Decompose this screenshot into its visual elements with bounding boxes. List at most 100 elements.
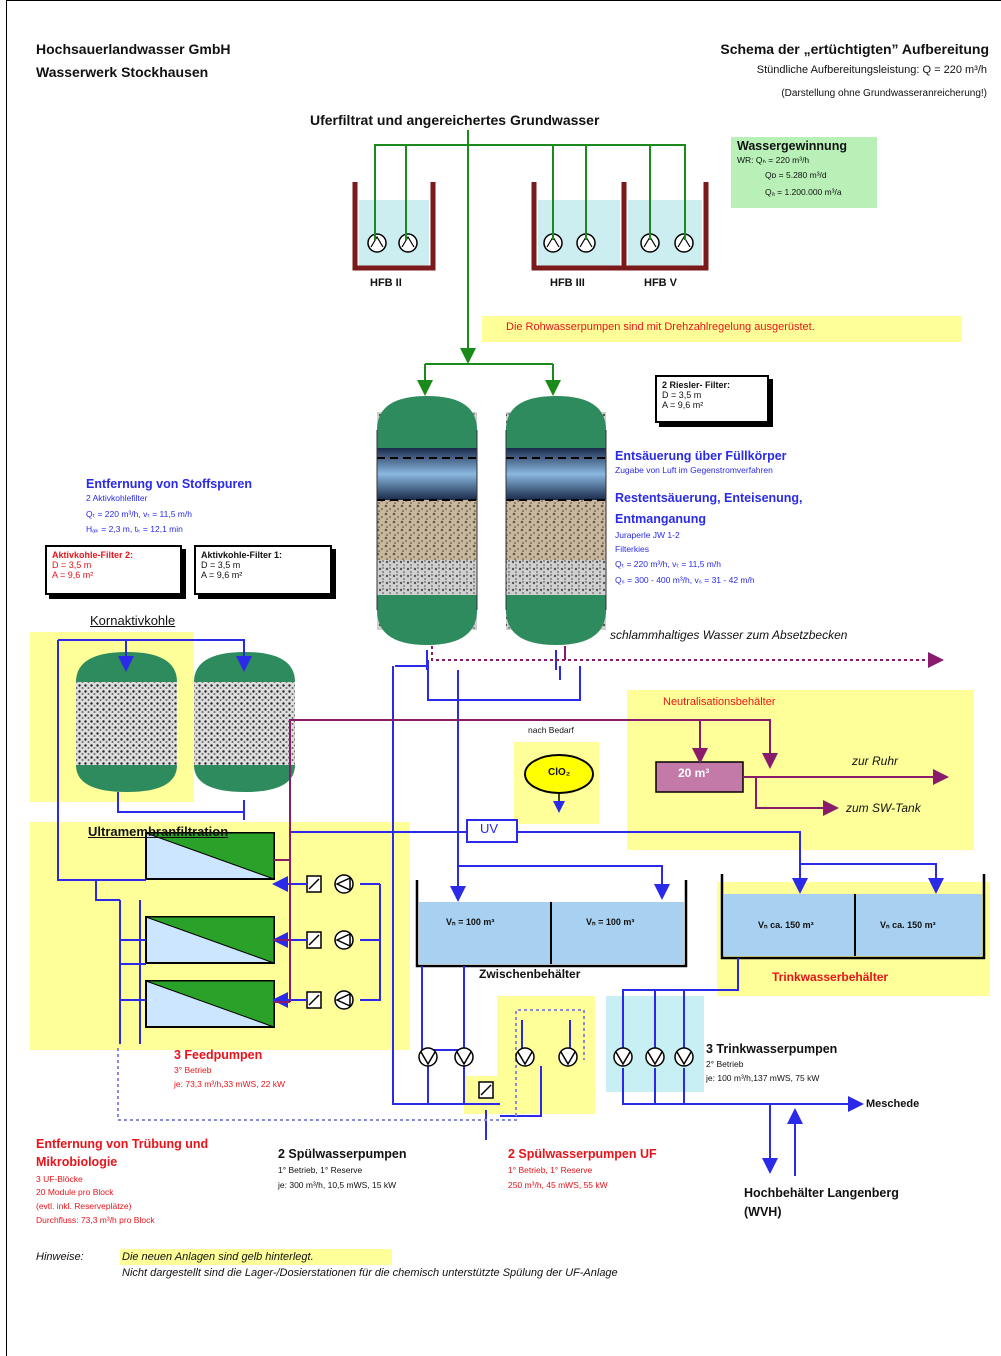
spuel-pumps	[418, 1047, 578, 1099]
restentsaeuerung-l2: Filterkies	[615, 544, 650, 554]
riesler-filter-1	[376, 396, 478, 645]
trinkwasser-pumps	[613, 1047, 694, 1067]
restentsaeuerung-l3: Qₜ = 220 m³/h, vₜ = 11,5 m/h	[615, 559, 721, 569]
akf1-info-box: Aktivkohle-Filter 1: D = 3,5 m A = 9,6 m…	[194, 545, 332, 595]
zwischenbehaelter	[415, 880, 688, 968]
feed-title: 3 Feedpumpen	[174, 1048, 263, 1062]
riesler-filter-2	[505, 396, 607, 645]
neutralisation-tank	[655, 761, 744, 793]
hinweis-l2: Nicht dargestellt sind die Lager-/Dosier…	[122, 1267, 618, 1279]
zwischenbehaelter-label: Zwischenbehälter	[479, 967, 581, 981]
uv-label: UV	[480, 821, 499, 836]
stoffspuren-l3: Hₐₖ = 2,3 m, tₖ = 12,1 min	[86, 524, 183, 534]
filtrate-lines	[57, 639, 944, 1176]
trinkpumpen-l2: je: 100 m³/h,137 mWS, 75 kW	[706, 1073, 820, 1083]
entsaeuerung-title: Entsäuerung über Füllkörper	[615, 449, 787, 463]
aktivkohle-filter-2	[194, 652, 295, 792]
spuel-l1: 1° Betrieb, 1° Reserve	[278, 1165, 363, 1175]
well-label-hfb3: HFB III	[550, 277, 585, 289]
akf1-a: A = 9,6 m²	[201, 570, 243, 580]
zwischen-left-volume: Vₙ = 100 m³	[446, 917, 495, 927]
stoffspuren-l1: 2 Aktivkohlefilter	[86, 493, 148, 503]
well-hfb3	[531, 182, 627, 271]
raw-water-lines	[374, 130, 686, 396]
trink-right-volume: Vₙ ca. 150 m³	[880, 920, 936, 930]
page-frame	[6, 0, 1001, 1356]
header-note: (Darstellung ohne Grundwasseranreicherun…	[781, 88, 987, 99]
stoffspuren-l2: Qₜ = 220 m³/h, vₜ = 11,5 m/h	[86, 509, 192, 519]
bg-pump-note	[482, 316, 962, 342]
company-name: Hochsauerlandwasser GmbH	[36, 41, 231, 57]
spuel-uf-l2: 250 m³/h, 45 mWS, 55 kW	[508, 1180, 608, 1190]
truebung-l2: 20 Module pro Block	[36, 1187, 114, 1197]
trinkwasserbehaelter-label: Trinkwasserbehälter	[772, 970, 889, 984]
wassergewinnung-line2: Qᴅ = 5.280 m³/d	[765, 170, 827, 180]
trinkpumpen-title: 3 Trinkwasserpumpen	[706, 1042, 838, 1056]
riesler-title: 2 Riesler- Filter:	[662, 380, 731, 390]
clo2-label: ClO₂	[548, 767, 571, 778]
hinweis-label: Hinweise:	[36, 1251, 84, 1263]
bg-wassergewinnung	[731, 137, 877, 208]
bg-hinweis	[120, 1249, 392, 1265]
sludge-lines	[274, 646, 949, 1003]
zwischen-right-volume: Vₙ = 100 m³	[586, 917, 635, 927]
feed-l2: je: 73,3 m³/h,33 mWS, 22 kW	[174, 1079, 286, 1089]
restentsaeuerung-title1: Restentsäuerung, Enteisenung,	[615, 491, 803, 505]
akf1-d: D = 3,5 m	[201, 560, 241, 570]
pump-note: Die Rohwasserpumpen sind mit Drehzahlreg…	[506, 321, 815, 333]
ultramembran-label: Ultramembranfiltration	[88, 824, 229, 839]
stoffspuren-title: Entfernung von Stoffspuren	[86, 477, 252, 491]
riesler-info-box: 2 Riesler- Filter: D = 3,5 m A = 9,6 m²	[655, 375, 769, 423]
truebung-l1: 3 UF-Blöcke	[36, 1174, 83, 1184]
entsaeuerung-sub: Zugabe von Luft im Gegenstromverfahren	[615, 465, 773, 475]
wassergewinnung-line1: WR: Qₕ = 220 m³/h	[737, 155, 810, 165]
truebung-l3: (evtl. inkl. Reserveplätze)	[36, 1201, 132, 1211]
akf2-d: D = 3,5 m	[52, 560, 92, 570]
neutralisation-title: Neutralisationsbehälter	[663, 696, 776, 708]
riesler-d: D = 3,5 m	[662, 390, 702, 400]
langenberg-l1: Hochbehälter Langenberg	[744, 1186, 899, 1200]
feed-l1: 3° Betrieb	[174, 1065, 212, 1075]
akf1-title: Aktivkohle-Filter 1:	[201, 550, 283, 560]
source-title: Uferfiltrat und angereichertes Grundwass…	[310, 112, 600, 128]
spuel-uf-title: 2 Spülwasserpumpen UF	[508, 1147, 657, 1161]
well-label-hfb2: HFB II	[370, 277, 402, 289]
akf2-a: A = 9,6 m²	[52, 570, 94, 580]
riesler-a: A = 9,6 m²	[662, 400, 704, 410]
zur-ruhr-label: zur Ruhr	[852, 754, 899, 768]
trink-left-volume: Vₙ ca. 150 m³	[758, 920, 814, 930]
zum-swtank-label: zum SW-Tank	[846, 801, 921, 815]
feed-pumps	[306, 874, 354, 1010]
trinkwasserbehaelter	[720, 874, 986, 960]
plant-name: Wasserwerk Stockhausen	[36, 64, 209, 80]
kornaktivkohle-label: Kornaktivkohle	[90, 613, 176, 628]
restentsaeuerung-l1: Juraperle JW 1-2	[615, 530, 680, 540]
truebung-title2: Mikrobiologie	[36, 1155, 118, 1169]
akf2-info-box: Aktivkohle-Filter 2: D = 3,5 m A = 9,6 m…	[45, 545, 182, 595]
page-title: Schema der „ertüchtigten” Aufbereitung	[720, 41, 989, 57]
truebung-l4: Durchfluss: 73,3 m³/h pro Block	[36, 1215, 155, 1225]
hinweis-l1: Die neuen Anlagen sind gelb hinterlegt.	[122, 1251, 314, 1263]
well-label-hfb5: HFB V	[644, 277, 677, 289]
bg-spuelpumpen-uf	[497, 996, 595, 1114]
spuel-title: 2 Spülwasserpumpen	[278, 1147, 407, 1161]
aktivkohle-filter-1	[76, 652, 177, 792]
schlamm-label: schlammhaltiges Wasser zum Absetzbecken	[610, 628, 848, 642]
langenberg-l2: (WVH)	[744, 1205, 782, 1219]
wassergewinnung-title: Wassergewinnung	[737, 139, 847, 153]
spuel-uf-l1: 1° Betrieb, 1° Reserve	[508, 1165, 593, 1175]
neutralisation-volume: 20 m³	[678, 766, 710, 780]
trinkpumpen-l1: 2° Betrieb	[706, 1059, 744, 1069]
restentsaeuerung-l4: Qₛ = 300 - 400 m³/h, vₛ = 31 - 42 m/h	[615, 575, 755, 585]
truebung-title1: Entfernung von Trübung und	[36, 1137, 209, 1151]
uf-flush-line	[117, 1009, 585, 1121]
restentsaeuerung-title2: Entmanganung	[615, 512, 706, 526]
meschede-label: Meschede	[866, 1098, 920, 1110]
spuel-l2: je: 300 m³/h, 10,5 mWS, 15 kW	[278, 1180, 397, 1190]
uf-modules	[145, 832, 275, 1028]
capacity-text: Stündliche Aufbereitungsleistung: Q = 22…	[756, 64, 987, 76]
wassergewinnung-line3: Qₐ = 1.200.000 m³/a	[765, 187, 842, 197]
well-hfb2	[352, 182, 436, 271]
well-hfb5	[621, 182, 709, 271]
